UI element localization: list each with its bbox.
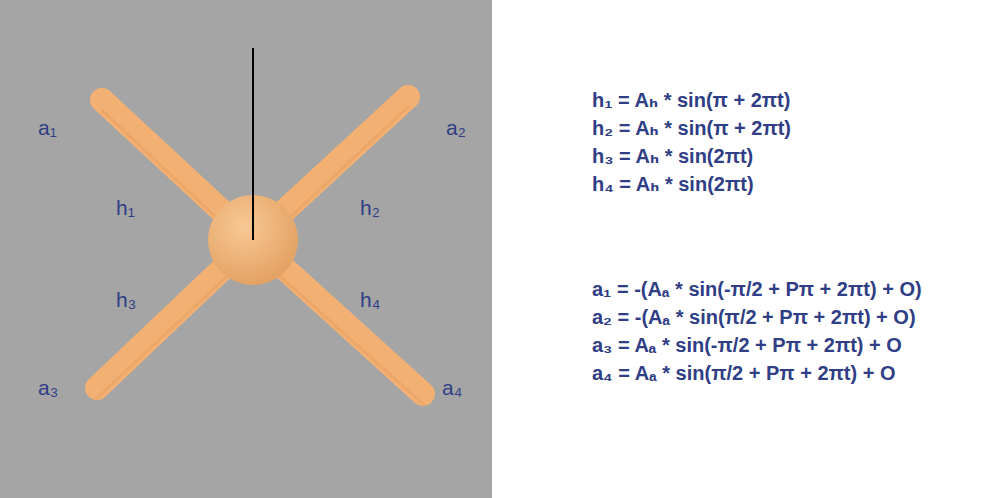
limb-label: h₂: [360, 196, 380, 220]
limb-label: a₁: [38, 116, 57, 140]
limb-label: h₄: [360, 288, 380, 312]
limb-label: a₃: [38, 376, 58, 400]
limb-label: a₂: [446, 116, 466, 140]
viewport-panel: [0, 0, 492, 498]
limb-label: a₄: [442, 376, 462, 400]
equation: a₁ = -(Aₐ * sin(-π/2 + Pπ + 2πt) + O): [592, 278, 922, 301]
heading-line: [252, 48, 254, 240]
equation: h₂ = Aₕ * sin(π + 2πt): [592, 116, 791, 140]
limb-label: h₃: [116, 288, 136, 312]
equation: a₄ = Aₐ * sin(π/2 + Pπ + 2πt) + O: [592, 362, 896, 385]
equation: h₃ = Aₕ * sin(2πt): [592, 144, 753, 168]
robot-limbs: [97, 97, 423, 394]
equation: h₁ = Aₕ * sin(π + 2πt): [592, 88, 790, 112]
equation: h₄ = Aₕ * sin(2πt): [592, 172, 754, 196]
equation: a₃ = Aₐ * sin(-π/2 + Pπ + 2πt) + O: [592, 334, 902, 357]
equation: a₂ = -(Aₐ * sin(π/2 + Pπ + 2πt) + O): [592, 306, 916, 329]
limb-label: h₁: [116, 196, 135, 220]
